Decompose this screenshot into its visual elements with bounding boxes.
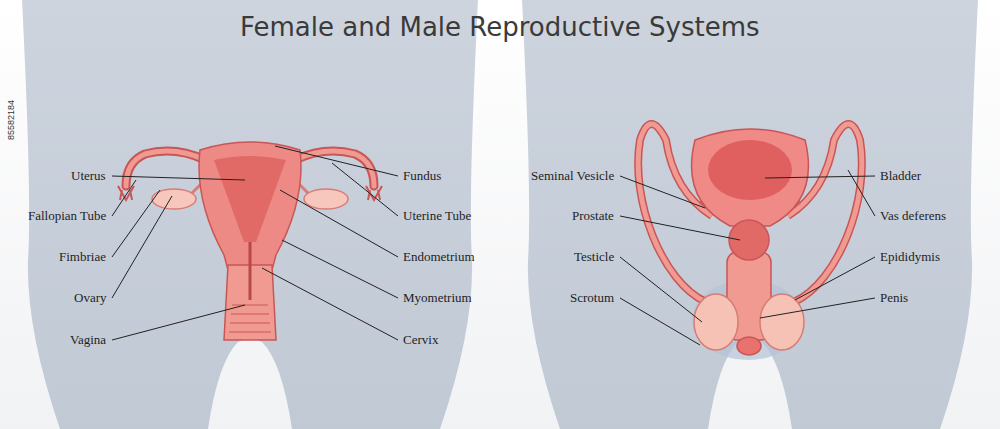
part-label: Uterus — [71, 168, 106, 183]
part-label: Penis — [880, 290, 908, 305]
part-label: Vas deferens — [880, 208, 946, 223]
part-label: Prostate — [572, 208, 614, 223]
leader-lines — [112, 146, 875, 345]
part-label: Seminal Vesicle — [531, 168, 614, 183]
body-silhouette — [522, 0, 978, 429]
part-label: Ovary — [74, 290, 107, 305]
part-label: Epididymis — [880, 249, 940, 264]
part-label: Vagina — [70, 332, 106, 347]
part-label: Endometrium — [403, 249, 475, 264]
part-label: Uterine Tube — [403, 208, 471, 223]
part-label: Fundus — [403, 168, 441, 183]
part-label: Fallopian Tube — [28, 208, 106, 223]
part-label: Scrotum — [570, 290, 614, 305]
stock-number: 85582184 — [6, 100, 16, 140]
male-organs — [638, 124, 862, 360]
part-label: Myometrium — [403, 290, 472, 305]
part-label: Cervix — [403, 332, 438, 347]
body-silhouette — [22, 0, 478, 429]
diagram-title: Female and Male Reproductive Systems — [240, 12, 760, 42]
part-label: Fimbriae — [59, 249, 106, 264]
part-label: Testicle — [574, 249, 614, 264]
part-label: Bladder — [880, 168, 921, 183]
